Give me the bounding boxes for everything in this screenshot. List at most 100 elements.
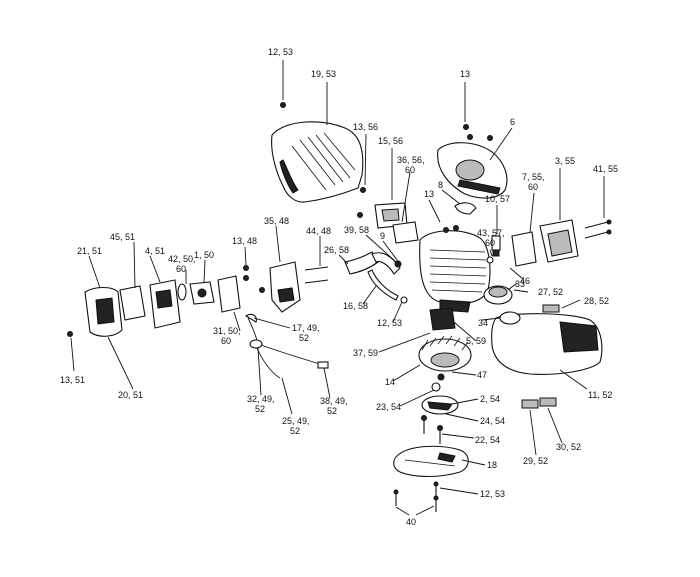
callout-1-50: 1, 50	[194, 250, 214, 260]
callout-15-56: 15, 56	[378, 136, 403, 146]
misc-washers-part	[394, 225, 494, 304]
callout-7-55: 7, 55,	[522, 172, 545, 182]
callout-21-51: 21, 51	[77, 246, 102, 256]
carburetor-part	[189, 281, 215, 305]
flywheel-nut-part	[431, 373, 445, 392]
callout-5-59: 5, 59	[466, 336, 486, 346]
fuel-cap-part	[483, 285, 513, 305]
callout-12-53-top: 12, 53	[268, 47, 293, 57]
callout-labels: 12, 53 19, 53 13 6 13, 56 15, 56 36, 56,…	[60, 47, 618, 527]
callout-34: 34	[478, 318, 488, 328]
carb-gasket-part	[217, 275, 241, 313]
leader-lines	[70, 60, 605, 516]
air-filter-gasket-part	[177, 283, 187, 301]
callout-17-49: 17, 49,	[292, 323, 320, 333]
callout-36-56-60: 60	[405, 165, 415, 175]
callout-36-56: 36, 56,	[397, 155, 425, 165]
callout-41-55: 41, 55	[593, 164, 618, 174]
cover-screw-part	[67, 331, 73, 337]
spark-plug-part	[491, 235, 501, 257]
engine-shroud-part	[271, 121, 364, 203]
spark-plug-boot-part	[454, 202, 477, 215]
callout-10-57: 10, 57	[485, 194, 510, 204]
callout-45-51: 45, 51	[110, 232, 135, 242]
callout-44-48: 44, 48	[306, 226, 331, 236]
ignition-module-part	[429, 307, 456, 331]
callout-19-53: 19, 53	[311, 69, 336, 79]
callout-8: 8	[438, 180, 443, 190]
callout-25-49: 25, 49,	[282, 416, 310, 426]
callout-12-53-mid: 12, 53	[377, 318, 402, 328]
fuel-line-part	[367, 269, 399, 301]
callout-29-52: 29, 52	[523, 456, 548, 466]
callout-20-51: 20, 51	[118, 390, 143, 400]
callout-42-50-60: 60	[176, 264, 186, 274]
callout-38-49: 38, 49,	[320, 396, 348, 406]
callout-27-52: 27, 52	[538, 287, 563, 297]
callout-13-48: 13, 48	[232, 236, 257, 246]
callout-13-mid: 13	[424, 189, 434, 199]
intake-hose-part	[344, 251, 401, 275]
callout-31-50-60: 60	[221, 336, 231, 346]
callout-23-54: 23, 54	[376, 402, 401, 412]
callout-32-49-52: 52	[255, 404, 265, 414]
callout-3-55: 3, 55	[555, 156, 575, 166]
callout-24-54: 24, 54	[480, 416, 505, 426]
callout-13-51: 13, 51	[60, 375, 85, 385]
engine-cylinder-part	[419, 230, 491, 313]
primer-fuel-lines-part	[244, 313, 329, 379]
callout-22-54: 22, 54	[475, 435, 500, 445]
callout-2-54: 2, 54	[480, 394, 500, 404]
callout-9: 9	[380, 231, 385, 241]
air-filter-base-part	[149, 279, 181, 329]
callout-32-49: 32, 49,	[247, 394, 275, 404]
callout-18: 18	[487, 460, 497, 470]
callout-28-52: 28, 52	[584, 296, 609, 306]
fuel-neck-part	[499, 311, 521, 325]
callout-46: 46	[520, 276, 530, 286]
clutch-bolts-part	[421, 415, 443, 444]
screws-top-part	[280, 102, 493, 218]
muffler-bolts-part	[584, 219, 612, 239]
callout-17-49-52: 52	[299, 333, 309, 343]
muffler-gasket-part	[511, 231, 537, 267]
callout-47: 47	[477, 370, 487, 380]
callout-30-52: 30, 52	[556, 442, 581, 452]
muffler-part	[539, 219, 579, 263]
callout-25-49-52: 52	[290, 426, 300, 436]
gasket-plate-part	[374, 202, 408, 229]
callout-26-58: 26, 58	[324, 245, 349, 255]
callout-13-top: 13	[460, 69, 470, 79]
callout-43-57-60: 60	[485, 238, 495, 248]
clutch-housing-part	[393, 445, 469, 478]
callout-38-49-52: 52	[327, 406, 337, 416]
flywheel-part	[418, 335, 472, 372]
bracket-screws-part	[243, 265, 265, 293]
callout-11-52: 11, 52	[588, 390, 612, 400]
callout-16-58: 16, 58	[343, 301, 368, 311]
fuel-tank-part	[491, 313, 603, 375]
callout-42-50: 42, 50,	[168, 254, 196, 264]
callout-35-48: 35, 48	[264, 216, 289, 226]
callout-14: 14	[385, 377, 395, 387]
callout-39-58: 39, 58	[344, 225, 369, 235]
intake-gasket-part	[392, 221, 419, 244]
callout-7-55-60: 60	[528, 182, 538, 192]
clutch-part	[421, 395, 459, 415]
air-filter-cover-part	[84, 286, 123, 337]
tank-pads-part	[521, 304, 560, 409]
callout-43-57: 43, 57,	[477, 228, 505, 238]
callout-31-50: 31, 50,	[213, 326, 241, 336]
callout-37-59: 37, 59	[353, 348, 378, 358]
callout-33: 33	[515, 279, 525, 289]
callout-40: 40	[406, 517, 416, 527]
starter-housing-part	[437, 142, 508, 199]
carburetor-bracket-part	[269, 261, 301, 313]
air-filter-element-part	[119, 285, 146, 321]
callout-12-53-bottom: 12, 53	[480, 489, 505, 499]
callout-13-56: 13, 56	[353, 122, 378, 132]
bottom-screws-part	[393, 481, 439, 512]
callout-4-51: 4, 51	[145, 246, 165, 256]
callout-6: 6	[510, 117, 515, 127]
